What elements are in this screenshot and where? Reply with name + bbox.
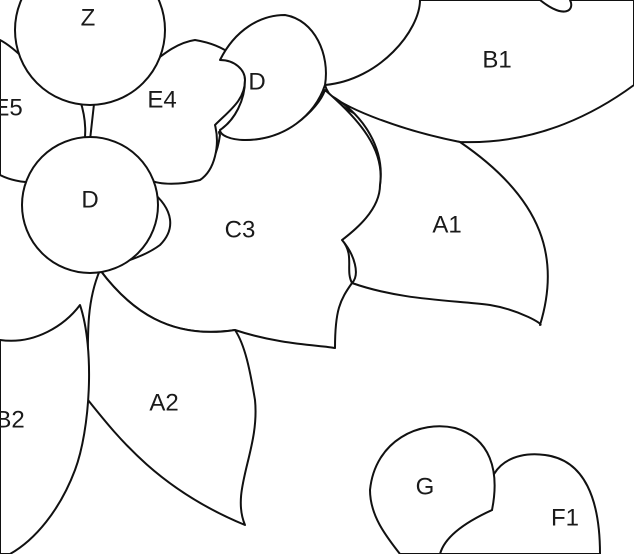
label-e4: E4 (147, 87, 176, 114)
region-g[interactable] (369, 425, 496, 554)
label-d-top: D (248, 69, 265, 96)
label-g: G (416, 474, 435, 501)
label-a2: A2 (149, 390, 178, 417)
region-b2[interactable] (0, 304, 91, 554)
label-f1: F1 (551, 505, 579, 532)
label-c3: C3 (225, 217, 256, 244)
region-z[interactable] (14, 0, 166, 106)
label-b1: B1 (482, 47, 511, 74)
region-d-mid[interactable] (21, 136, 159, 274)
region-d-top[interactable] (219, 14, 327, 141)
label-a1: A1 (432, 212, 461, 239)
label-z: Z (81, 5, 96, 32)
label-d-mid: D (81, 187, 98, 214)
label-e5: E5 (0, 95, 23, 122)
label-b2: B2 (0, 407, 25, 434)
